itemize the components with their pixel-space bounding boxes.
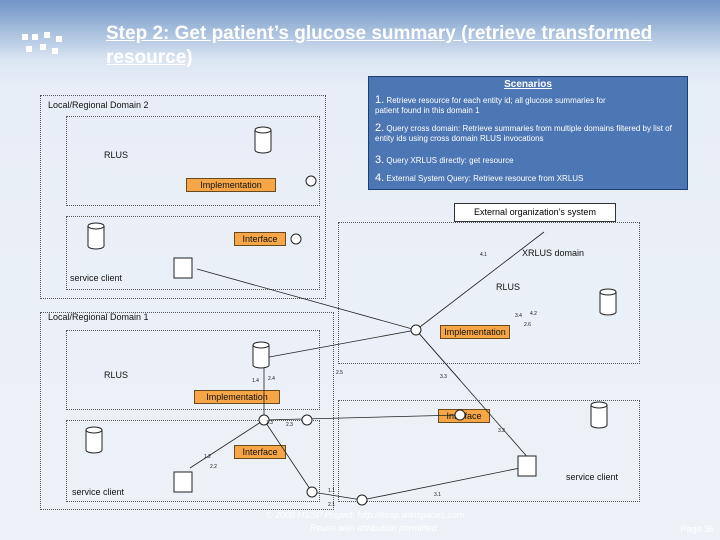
scenario-1-text: Retrieve resource for each entity id; al… [375,96,606,115]
footer-reuse: Reuse with attribution permitted [310,523,437,533]
dots-logo-icon [22,30,66,58]
scenario-3-text: Query XRLUS directly: get resource [386,156,514,165]
scenario-1-num: 1. [375,94,385,106]
scenario-3: 3. Query XRLUS directly: get resource [375,155,514,166]
scenario-4-text: External System Query: Retrieve resource… [386,174,584,183]
step-label: 2.4 [268,376,275,382]
domain1-implementation: Implementation [194,390,280,404]
scenario-2-text: Query cross domain: Retrieve summaries f… [375,124,672,143]
external-org-label: External organization’s system [454,203,616,222]
step-label: 2.5 [336,370,343,376]
step-label: 3.4 [515,313,522,319]
scenario-1: 1. Retrieve resource for each entity id;… [375,95,615,116]
step-label: 1.3 [266,420,273,426]
step-label: 2.2 [210,464,217,470]
domain1-box [40,312,334,510]
external-service-client-label: service client [566,472,619,482]
domain2-interface: Interface [234,232,286,246]
step-label: 1.4 [252,378,259,384]
domain1-client-box [66,420,320,502]
xrlus-domain-label: XRLUS domain [522,248,585,258]
scenario-3-num: 3. [375,154,385,166]
xrlus-domain-box [338,222,640,364]
step-label: 2.3 [286,422,293,428]
external-rlus-label: RLUS [496,282,521,292]
domain2-rlus-label: RLUS [104,150,129,160]
slide-title: Step 2: Get patient’s glucose summary (r… [106,23,653,68]
step-label: 1.2 [204,454,211,460]
domain2-box [40,95,326,299]
step-label: 3.3 [440,374,447,380]
scenario-4-num: 4. [375,172,385,184]
external-implementation: Implementation [440,325,510,339]
step-label: 4.1 [480,252,487,258]
step-label: 4.2 [530,311,537,317]
domain2-implementation: Implementation [186,178,276,192]
step-label: 3.2 [498,428,505,434]
scenario-4: 4. External System Query: Retrieve resou… [375,173,583,184]
step-label: 2.1 [328,502,335,508]
step-label: 1.1 [328,488,335,494]
step-label: 3.1 [434,492,441,498]
domain1-rlus-label: RLUS [104,370,129,380]
page-number: Page 36 [680,524,714,534]
footer-copyright: © 2008 HSSP Project, http://hssp.wikispa… [266,510,465,520]
domain2-label: Local/Regional Domain 2 [48,100,149,110]
scenarios-header: Scenarios [504,79,552,90]
domain2-rlus-box [66,116,320,206]
scenario-2-num: 2. [375,122,385,134]
external-client-box [338,400,640,502]
scenarios-panel: Scenarios 1. Retrieve resource for each … [368,76,688,190]
step-label: 2.6 [524,322,531,328]
domain2-client-box [66,216,320,290]
domain2-service-client-label: service client [70,273,123,283]
domain1-service-client-label: service client [72,487,125,497]
scenario-2: 2. Query cross domain: Retrieve summarie… [375,123,681,144]
domain1-label: Local/Regional Domain 1 [48,312,149,322]
domain1-rlus-box [66,330,320,410]
